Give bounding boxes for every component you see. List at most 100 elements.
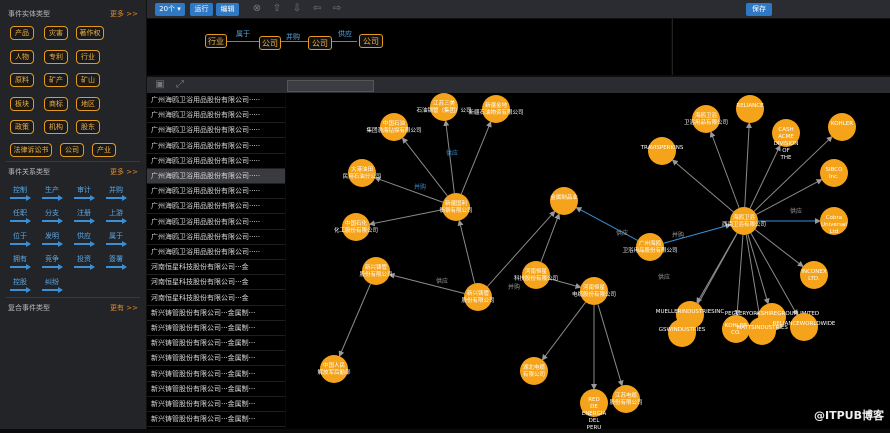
relation-type[interactable]: 控股 [8,277,32,293]
relation-type[interactable]: 供应 [72,231,96,247]
list-item[interactable]: 新兴铸管股份有限公司···金属制··· [147,321,285,336]
run-button[interactable]: 运行 [190,3,213,16]
graph-node-circle[interactable] [430,93,458,121]
entity-chip[interactable]: 板块 [10,97,34,111]
relation-type[interactable]: 发明 [40,231,64,247]
list-item[interactable]: 广州海鸥卫浴用品股份有限公司····· [147,215,285,230]
list-item[interactable]: 广州海鸥卫浴用品股份有限公司····· [147,93,285,108]
relation-type[interactable]: 位于 [8,231,32,247]
cancel-icon[interactable]: ⊗ [252,3,262,14]
arrow-up-icon[interactable]: ⇧ [272,3,282,14]
graph-node-circle[interactable] [580,389,608,417]
graph-node-circle[interactable] [820,207,848,235]
relation-type[interactable]: 簽署 [104,254,128,270]
graph-node-circle[interactable] [550,187,578,215]
save-button[interactable]: 保存 [746,3,772,16]
entity-chip[interactable]: 商标 [44,97,68,111]
graph-node-circle[interactable] [464,283,492,311]
list-item[interactable]: 广州海鸥卫浴用品股份有限公司····· [147,184,285,200]
relation-type[interactable]: 拥有 [8,254,32,270]
entity-chip[interactable]: 矿山 [76,73,100,87]
list-item[interactable]: 新兴铸管股份有限公司···金属制··· [147,306,285,321]
arrow-left-icon[interactable]: ⇦ [312,3,322,14]
entity-chip[interactable]: 政策 [10,120,34,134]
graph-node-circle[interactable] [580,277,608,305]
list-item[interactable]: 新兴铸管股份有限公司···金属制··· [147,382,285,397]
list-item[interactable]: 新兴铸管股份有限公司···金属制··· [147,336,285,352]
list-item[interactable]: 广州海鸥卫浴用品股份有限公司····· [147,245,285,260]
list-item[interactable]: 河南恒星科技股份有限公司···金 [147,275,285,291]
save-icon[interactable]: ▣ [155,79,165,90]
graph-node[interactable]: RELIANCE [736,95,764,123]
list-item[interactable]: 广州海鸥卫浴用品股份有限公司····· [147,123,285,139]
graph-node-circle[interactable] [612,385,640,413]
list-item[interactable]: 河南恒星科技股份有限公司···金 [147,291,285,306]
list-item[interactable]: 河南恒星科技股份有限公司···金 [147,260,285,276]
graph-node-circle[interactable] [648,137,676,165]
count-dropdown[interactable]: 20个 ▾ [155,3,185,16]
entity-chip[interactable]: 产品 [10,26,34,40]
list-item[interactable]: 新兴铸管股份有限公司···金属制··· [147,351,285,367]
relation-type[interactable]: 竞争 [40,254,64,270]
query-node[interactable]: 公司 [259,36,281,50]
relation-type[interactable]: 任职 [8,208,32,224]
relation-type[interactable]: 纠纷 [40,277,64,293]
graph-node-circle[interactable] [668,319,696,347]
graph-node[interactable]: 河南恒星科技股份有限公司 [514,261,558,289]
list-item[interactable]: 广州海鸥卫浴用品股份有限公司····· [147,199,285,215]
entity-chip[interactable]: 地区 [76,97,100,111]
graph-node-circle[interactable] [820,159,848,187]
relation-type[interactable]: 属于 [104,231,128,247]
graph-node[interactable]: KOHLER [828,113,856,141]
graph-node-circle[interactable] [362,257,390,285]
entity-chip[interactable]: 机构 [44,120,68,134]
entity-chip[interactable]: 人物 [10,50,34,64]
query-node[interactable]: 公司 [359,34,383,48]
graph-node-circle[interactable] [748,317,776,345]
relation-type[interactable]: 控制 [8,185,32,201]
entity-chip[interactable]: 行业 [76,50,100,64]
list-item[interactable]: 新兴铸管股份有限公司···金属制··· [147,367,285,382]
relation-more-link[interactable]: 更多 >> [110,168,138,176]
entity-chip[interactable]: 产业 [92,143,116,157]
graph-node-circle[interactable] [736,95,764,123]
relation-type[interactable]: 并购 [104,185,128,201]
entity-chip[interactable]: 著作权 [76,26,104,40]
graph-node-circle[interactable] [342,213,370,241]
relation-type[interactable]: 上游 [104,208,128,224]
entity-more-link[interactable]: 更多 >> [110,10,138,18]
entity-chip[interactable]: 原料 [10,73,34,87]
graph-canvas[interactable]: 供应并购供应并购供应供应并购供应中国石油集团渤海钻探有限公司江苏三美石油钢管（集… [286,93,890,431]
graph-node-circle[interactable] [442,193,470,221]
graph-node[interactable]: 广州海鸥卫浴用品股份有限公司 [622,233,678,261]
fullscreen-icon[interactable]: ⤢ [176,79,184,90]
list-item[interactable]: 广州海鸥卫浴用品股份有限公司····· [147,169,285,184]
graph-node-circle[interactable] [348,159,376,187]
graph-node[interactable]: GSWINDUSTRIES [659,319,706,347]
query-node[interactable]: 公司 [308,36,332,50]
entity-chip[interactable]: 公司 [60,143,84,157]
graph-node-circle[interactable] [482,95,510,123]
arrow-down-icon[interactable]: ⇩ [292,3,302,14]
entity-chip[interactable]: 灾害 [44,26,68,40]
graph-node[interactable]: TRAVISPERKINS [640,137,684,165]
query-node[interactable]: 行业 [205,34,227,48]
list-item[interactable]: 新兴铸管股份有限公司···金属制··· [147,412,285,428]
graph-node-circle[interactable] [636,233,664,261]
graph-node-circle[interactable] [320,355,348,383]
compound-more-link[interactable]: 更有 >> [110,304,138,312]
graph-node[interactable]: RELIANCEWORLDWIDE [773,313,836,341]
graph-node-circle[interactable] [790,313,818,341]
graph-node-circle[interactable] [800,261,828,289]
